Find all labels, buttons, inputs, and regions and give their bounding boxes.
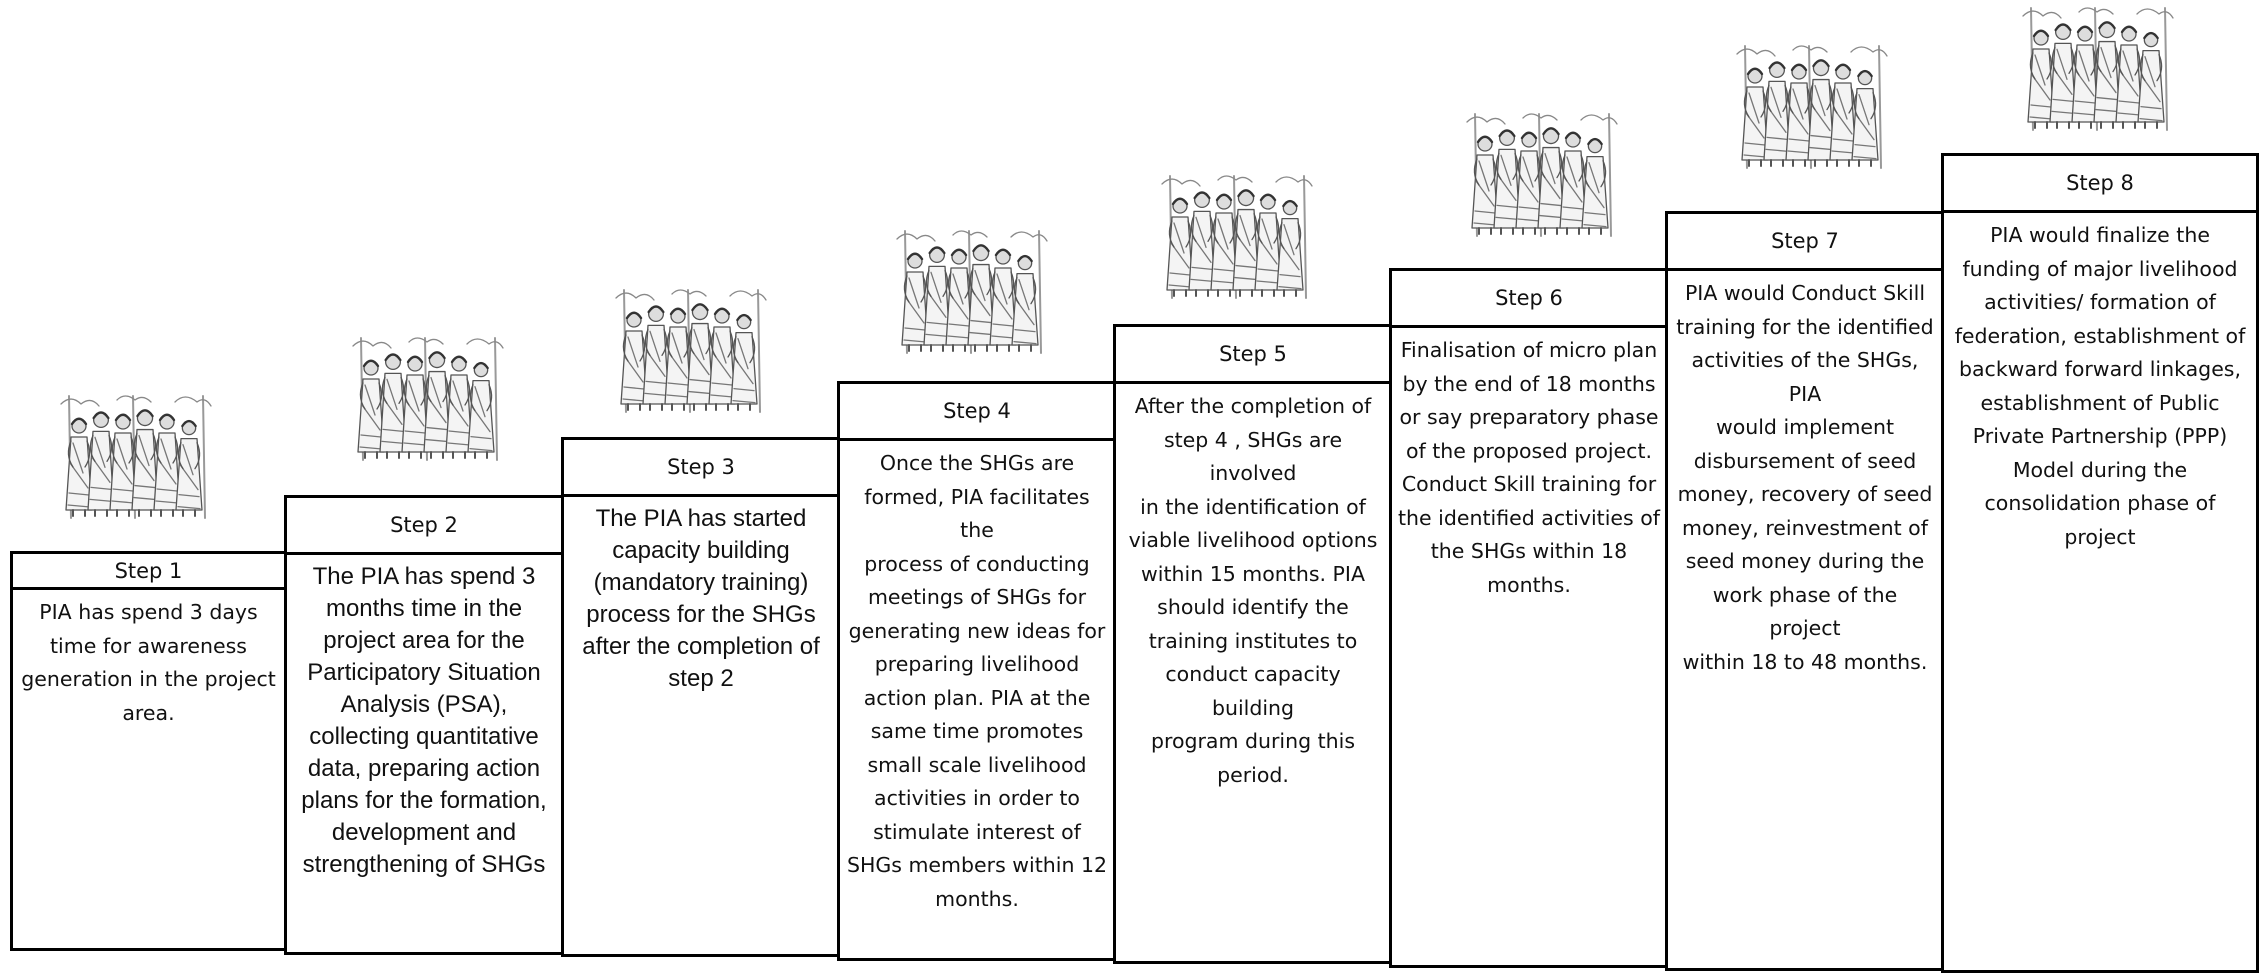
women-group-drawing [60, 395, 212, 519]
women-group-drawing [1736, 45, 1888, 169]
step-description: The PIA has spend 3 months time in the p… [301, 563, 547, 878]
women-group-illustration-icon [893, 227, 1053, 357]
step-label: Step 5 [1116, 327, 1390, 384]
step-label: Step 1 [13, 554, 284, 590]
women-group-illustration-icon [612, 286, 772, 416]
step-description: Once the SHGs are formed, PIA facilitate… [846, 451, 1108, 911]
step-description: After the completion of step 4 , SHGs ar… [1128, 394, 1378, 787]
step-description: PIA would Conduct Skill training for the… [1676, 281, 1934, 674]
step-label: Step 7 [1668, 214, 1942, 271]
women-group-illustration-icon [1158, 172, 1318, 302]
step-column-3: Step 3 The PIA has started capacity buil… [561, 437, 841, 957]
step-label: Step 3 [564, 440, 838, 497]
women-group-drawing [2022, 7, 2174, 131]
step-label: Step 2 [287, 498, 561, 555]
women-group-drawing [352, 337, 504, 461]
step-column-8: Step 8 PIA would finalize the funding of… [1941, 153, 2259, 973]
step-column-1: Step 1 PIA has spend 3 days time for awa… [10, 551, 287, 951]
step-label: Step 8 [1944, 156, 2256, 213]
women-group-drawing [615, 289, 767, 413]
step-staircase-diagram: Step 1 PIA has spend 3 days time for awa… [10, 4, 2259, 973]
women-group-illustration-icon [57, 392, 217, 522]
step-description: Finalisation of micro plan by the end of… [1398, 338, 1660, 597]
step-label: Step 6 [1392, 271, 1666, 328]
women-group-illustration-icon [349, 334, 509, 464]
step-column-5: Step 5 After the completion of step 4 , … [1113, 324, 1393, 964]
women-group-illustration-icon [1733, 42, 1893, 172]
women-group-drawing [1161, 175, 1313, 299]
step-label: Step 4 [840, 384, 1114, 441]
step-column-6: Step 6 Finalisation of micro plan by the… [1389, 268, 1669, 968]
women-group-illustration-icon [2019, 4, 2179, 134]
step-description: PIA would finalize the funding of major … [1954, 223, 2246, 549]
step-column-2: Step 2 The PIA has spend 3 months time i… [284, 495, 564, 955]
step-description: The PIA has started capacity building (m… [582, 505, 820, 692]
step-column-7: Step 7 PIA would Conduct Skill training … [1665, 211, 1945, 971]
women-group-drawing [896, 230, 1048, 354]
step-description: PIA has spend 3 days time for awareness … [21, 600, 276, 725]
women-group-drawing [1466, 113, 1618, 237]
women-group-illustration-icon [1463, 110, 1623, 240]
step-column-4: Step 4 Once the SHGs are formed, PIA fac… [837, 381, 1117, 961]
